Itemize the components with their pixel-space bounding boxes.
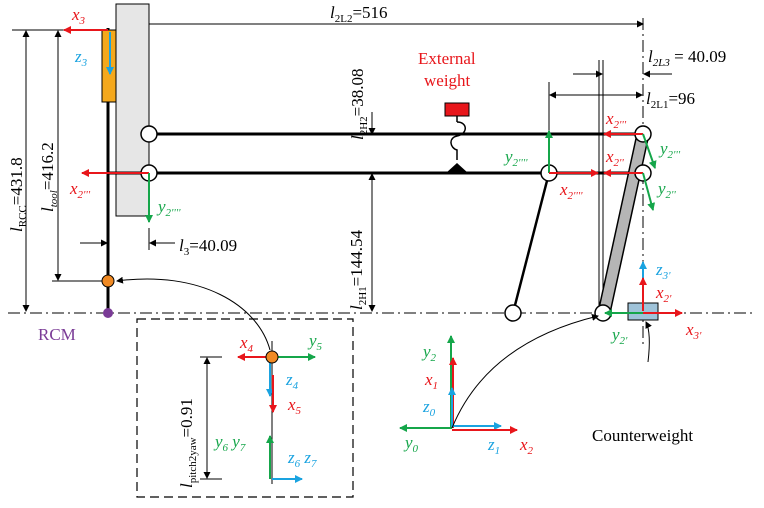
dimension-l2H2: l2H2=38.08	[348, 68, 376, 140]
svg-text:l3=40.09: l3=40.09	[179, 236, 237, 258]
joint-upper-left	[140, 125, 158, 143]
wrist-detail-box: lpitch2yaw=0.91 x4 y5 z4 x5 y6 y7 z6 z7	[136, 318, 354, 498]
base-frames: y2 x1 z0 y0 z1 x2	[399, 314, 599, 457]
dimension-ltool: ltool=416.2	[38, 30, 110, 282]
rcm-point	[103, 308, 113, 318]
frame-2ppp-right: x2''' y2'''	[603, 109, 681, 169]
svg-text:l2L3 = 40.09: l2L3 = 40.09	[648, 47, 726, 69]
frame-2ppp-left: x2''' y2''''	[69, 169, 181, 223]
svg-text:z4: z4	[285, 370, 299, 392]
svg-text:z3: z3	[74, 47, 88, 69]
dimension-l2L1: l2L1=96	[548, 82, 695, 172]
vertical-link-plate	[115, 3, 150, 217]
svg-text:l2H2=38.08: l2H2=38.08	[348, 68, 370, 140]
joint-middle-bottom	[504, 304, 522, 322]
svg-text:x2''': x2'''	[605, 109, 627, 131]
svg-text:x3: x3	[71, 5, 86, 27]
svg-text:z6 z7: z6 z7	[287, 448, 317, 470]
dimension-l3: l3=40.09	[80, 228, 237, 258]
svg-text:l2L2=516: l2L2=516	[330, 3, 388, 25]
pitch-joint-point	[101, 274, 115, 288]
zoom-leader-curve	[116, 276, 271, 351]
svg-text:y2: y2	[421, 342, 437, 364]
svg-text:x3': x3'	[685, 320, 702, 342]
frame-2p-3p: z3' x2' y2' x3'	[604, 260, 702, 347]
svg-text:x2: x2	[519, 435, 534, 457]
svg-text:x1: x1	[424, 370, 438, 392]
svg-text:x2'''': x2''''	[559, 180, 583, 202]
svg-text:y2''': y2'''	[658, 139, 681, 161]
svg-text:l2H1=144.54: l2H1=144.54	[347, 229, 369, 310]
svg-text:y2'''': y2''''	[503, 147, 528, 169]
rcm-label: RCM	[38, 325, 76, 344]
svg-text:y6 y7: y6 y7	[213, 432, 246, 454]
svg-text:z1: z1	[487, 435, 500, 457]
frame-3: x3 z3	[63, 5, 114, 75]
svg-text:x4: x4	[239, 333, 254, 355]
svg-text:z0: z0	[422, 397, 436, 419]
svg-text:y2'''': y2''''	[156, 197, 181, 219]
svg-text:y2': y2'	[610, 325, 628, 347]
svg-text:External: External	[418, 49, 476, 68]
svg-text:Counterweight: Counterweight	[592, 426, 693, 445]
svg-text:x2''': x2'''	[69, 179, 91, 201]
dimension-l2L3: l2L3 = 40.09	[573, 47, 726, 313]
svg-text:x2': x2'	[655, 283, 672, 305]
svg-text:y2'': y2''	[656, 179, 676, 201]
svg-text:weight: weight	[424, 71, 471, 90]
svg-text:l2L1=96: l2L1=96	[646, 89, 695, 111]
svg-text:lpitch2yaw=0.91: lpitch2yaw=0.91	[177, 398, 199, 488]
counterweight-block: Counterweight	[592, 302, 693, 445]
svg-text:lRCC=431.8: lRCC=431.8	[7, 157, 29, 232]
external-weight: External weight	[418, 49, 476, 173]
svg-text:x2'': x2''	[605, 147, 624, 169]
svg-text:x5: x5	[287, 395, 302, 417]
frame-2pp: x2'' y2''	[603, 147, 676, 211]
svg-text:y5: y5	[307, 331, 323, 353]
dimension-l2H1: l2H1=144.54	[347, 173, 376, 312]
svg-text:ltool=416.2: ltool=416.2	[38, 142, 60, 212]
dimension-l2L2: l2L2=516	[117, 3, 644, 28]
frame-2pppp-mid: y2'''' x2''''	[503, 130, 599, 202]
middle-link	[511, 172, 551, 314]
svg-text:y0: y0	[403, 433, 419, 455]
svg-text:z3': z3'	[655, 260, 671, 282]
